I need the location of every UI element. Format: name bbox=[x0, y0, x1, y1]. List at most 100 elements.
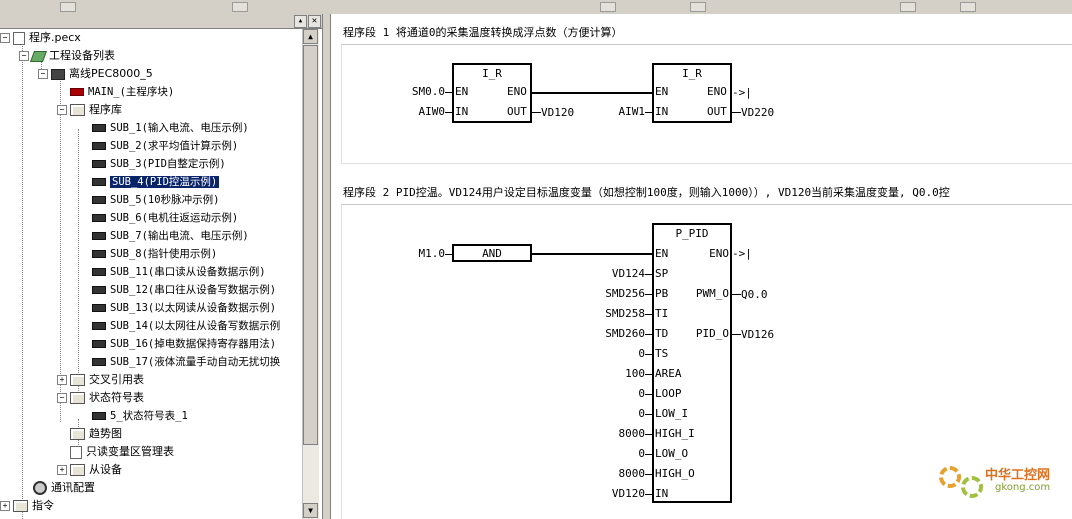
device-icon bbox=[51, 68, 65, 80]
tree-node-sub[interactable]: SUB_8(指针使用示例) bbox=[92, 245, 217, 262]
pid-pin-high_o: HIGH_O bbox=[655, 467, 695, 480]
subroutine-icon bbox=[92, 286, 106, 294]
tree-node-library[interactable]: −程序库 bbox=[57, 101, 122, 118]
operand-m10[interactable]: M1.0 bbox=[418, 247, 446, 260]
tree-node-sub[interactable]: SUB_7(输出电流、电压示例) bbox=[92, 227, 249, 244]
tree-node-symbol-table[interactable]: −状态符号表 bbox=[57, 389, 144, 406]
collapse-icon[interactable]: − bbox=[38, 69, 48, 79]
tree-node-root[interactable]: −程序.pecx bbox=[0, 29, 81, 46]
tree-node-sub[interactable]: SUB_14(以太网往从设备写数据示例 bbox=[92, 317, 280, 334]
tree-node-readonly[interactable]: 只读变量区管理表 bbox=[70, 443, 174, 460]
pid-operand[interactable]: SMD260 bbox=[605, 327, 645, 340]
pid-operand[interactable]: 100 bbox=[625, 367, 645, 380]
network2-title: 程序段 2 PID控温。VD124用户设定目标温度变量（如想控制100度，则输入… bbox=[343, 186, 950, 199]
pid-operand[interactable]: 0 bbox=[638, 447, 645, 460]
pin-in: IN bbox=[455, 105, 469, 118]
toolbar-button[interactable] bbox=[60, 2, 76, 12]
operand-vd120[interactable]: VD120 bbox=[541, 106, 575, 119]
tree-node-sub-selected[interactable]: SUB_4(PID控温示例) bbox=[92, 173, 221, 190]
tree-scrollbar[interactable]: ▲ ▼ bbox=[302, 29, 319, 519]
toolbar-button[interactable] bbox=[900, 2, 916, 12]
collapse-icon[interactable]: − bbox=[57, 393, 67, 403]
network1-title: 程序段 1 将通道0的采集温度转换成浮点数（方便计算） bbox=[343, 26, 623, 39]
collapse-icon[interactable]: − bbox=[19, 51, 29, 61]
tree-node-sub[interactable]: SUB_12(串口往从设备写数据示例) bbox=[92, 281, 276, 298]
folder-icon bbox=[70, 428, 85, 440]
pin-en: EN bbox=[655, 85, 669, 98]
pin-eno: ENO bbox=[707, 85, 727, 98]
folder-icon bbox=[70, 464, 85, 476]
tree-node-sub[interactable]: SUB_11(串口读从设备数据示例) bbox=[92, 263, 266, 280]
pin-out: OUT bbox=[507, 105, 527, 118]
and-block[interactable]: AND bbox=[452, 244, 532, 262]
pin-icon[interactable]: ▴ bbox=[294, 15, 307, 28]
operand-aiw1[interactable]: AIW1 bbox=[618, 105, 646, 118]
pid-pin-eno: ENO bbox=[709, 247, 729, 260]
expand-icon[interactable]: + bbox=[57, 375, 67, 385]
gear-icon bbox=[33, 481, 47, 495]
i-r-block-1[interactable]: I_R bbox=[452, 63, 532, 123]
network1-body[interactable] bbox=[341, 45, 1072, 164]
tree-node-sub[interactable]: SUB_5(10秒脉冲示例) bbox=[92, 191, 219, 208]
operand-vd220[interactable]: VD220 bbox=[741, 106, 775, 119]
pid-output-operand[interactable]: Q0.0 bbox=[741, 288, 768, 301]
table-icon bbox=[92, 412, 106, 420]
tree-node-device[interactable]: −离线PEC8000_5 bbox=[38, 65, 153, 82]
pid-operand[interactable]: VD124 bbox=[611, 267, 645, 280]
pin-out: OUT bbox=[707, 105, 727, 118]
operand-sm00[interactable]: SM0.0 bbox=[411, 85, 445, 98]
subroutine-icon bbox=[92, 322, 106, 330]
toolbar-button[interactable] bbox=[690, 2, 706, 12]
tree-node-sub[interactable]: SUB_17(液体流量手动自动无扰切换 bbox=[92, 353, 280, 370]
panel-splitter[interactable] bbox=[323, 14, 331, 519]
tree-node-sub[interactable]: SUB_6(电机往返运动示例) bbox=[92, 209, 238, 226]
tree-node-sub[interactable]: SUB_3(PID自整定示例) bbox=[92, 155, 226, 172]
tree-node-instructions[interactable]: +指令 bbox=[0, 497, 54, 514]
network2-body[interactable] bbox=[341, 205, 1072, 519]
operand-aiw0[interactable]: AIW0 bbox=[418, 105, 446, 118]
tree-node-trend[interactable]: 趋势图 bbox=[70, 425, 122, 442]
pid-pin-pwm_o: PWM_O bbox=[695, 287, 729, 300]
expand-icon[interactable]: + bbox=[57, 465, 67, 475]
tree-node-sub[interactable]: SUB_13(以太网读从设备数据示例) bbox=[92, 299, 276, 316]
tree-node-slaves[interactable]: +从设备 bbox=[57, 461, 122, 478]
collapse-icon[interactable]: − bbox=[0, 33, 10, 43]
close-icon[interactable]: ✕ bbox=[308, 15, 321, 28]
scroll-down-icon[interactable]: ▼ bbox=[303, 503, 318, 518]
tree-node-sub[interactable]: SUB_1(输入电流、电压示例) bbox=[92, 119, 249, 136]
toolbar-button[interactable] bbox=[600, 2, 616, 12]
pid-operand[interactable]: 0 bbox=[638, 407, 645, 420]
pid-operand[interactable]: 0 bbox=[638, 347, 645, 360]
pid-output-operand[interactable]: VD126 bbox=[741, 328, 775, 341]
toolbar-button[interactable] bbox=[960, 2, 976, 12]
i-r-block-2[interactable]: I_R bbox=[652, 63, 732, 123]
tree-node-comm[interactable]: 通讯配置 bbox=[33, 479, 95, 496]
pid-operand[interactable]: SMD256 bbox=[605, 287, 645, 300]
ladder-editor[interactable]: 程序段 1 将通道0的采集温度转换成浮点数（方便计算） I_R EN ENO I… bbox=[331, 14, 1072, 519]
p-pid-block[interactable]: P_PID bbox=[652, 223, 732, 503]
pid-operand[interactable]: 8000 bbox=[618, 427, 646, 440]
subroutine-icon bbox=[92, 160, 106, 168]
scrollbar-thumb[interactable] bbox=[303, 45, 318, 445]
toolbar-button[interactable] bbox=[232, 2, 248, 12]
subroutine-icon bbox=[92, 304, 106, 312]
folder-icon bbox=[13, 500, 28, 512]
subroutine-icon bbox=[92, 340, 106, 348]
tree-node-symbol-table-item[interactable]: 5_状态符号表_1 bbox=[92, 407, 188, 424]
pid-operand[interactable]: 0 bbox=[638, 387, 645, 400]
tree-node-cross-ref[interactable]: +交叉引用表 bbox=[57, 371, 144, 388]
scroll-up-icon[interactable]: ▲ bbox=[303, 29, 318, 44]
pid-operand[interactable]: SMD258 bbox=[605, 307, 645, 320]
tree-node-sub[interactable]: SUB_2(求平均值计算示例) bbox=[92, 137, 238, 154]
tree-node-sub[interactable]: SUB_16(掉电数据保持寄存器用法) bbox=[92, 335, 276, 352]
expand-icon[interactable]: + bbox=[0, 501, 10, 511]
project-tree-panel: ▴ ✕ −程序.pecx −工程设备列表 −离线PEC8000_5 MAIN_(… bbox=[0, 14, 323, 519]
pid-operand[interactable]: VD120 bbox=[611, 487, 645, 500]
pid-pin-loop: LOOP bbox=[655, 387, 682, 400]
tree-node-main[interactable]: MAIN_(主程序块) bbox=[70, 83, 174, 100]
tree-node-device-list[interactable]: −工程设备列表 bbox=[19, 47, 115, 64]
pid-operand[interactable]: 8000 bbox=[618, 467, 646, 480]
pid-pin-low_o: LOW_O bbox=[655, 447, 689, 460]
folder-icon bbox=[70, 374, 85, 386]
collapse-icon[interactable]: − bbox=[57, 105, 67, 115]
